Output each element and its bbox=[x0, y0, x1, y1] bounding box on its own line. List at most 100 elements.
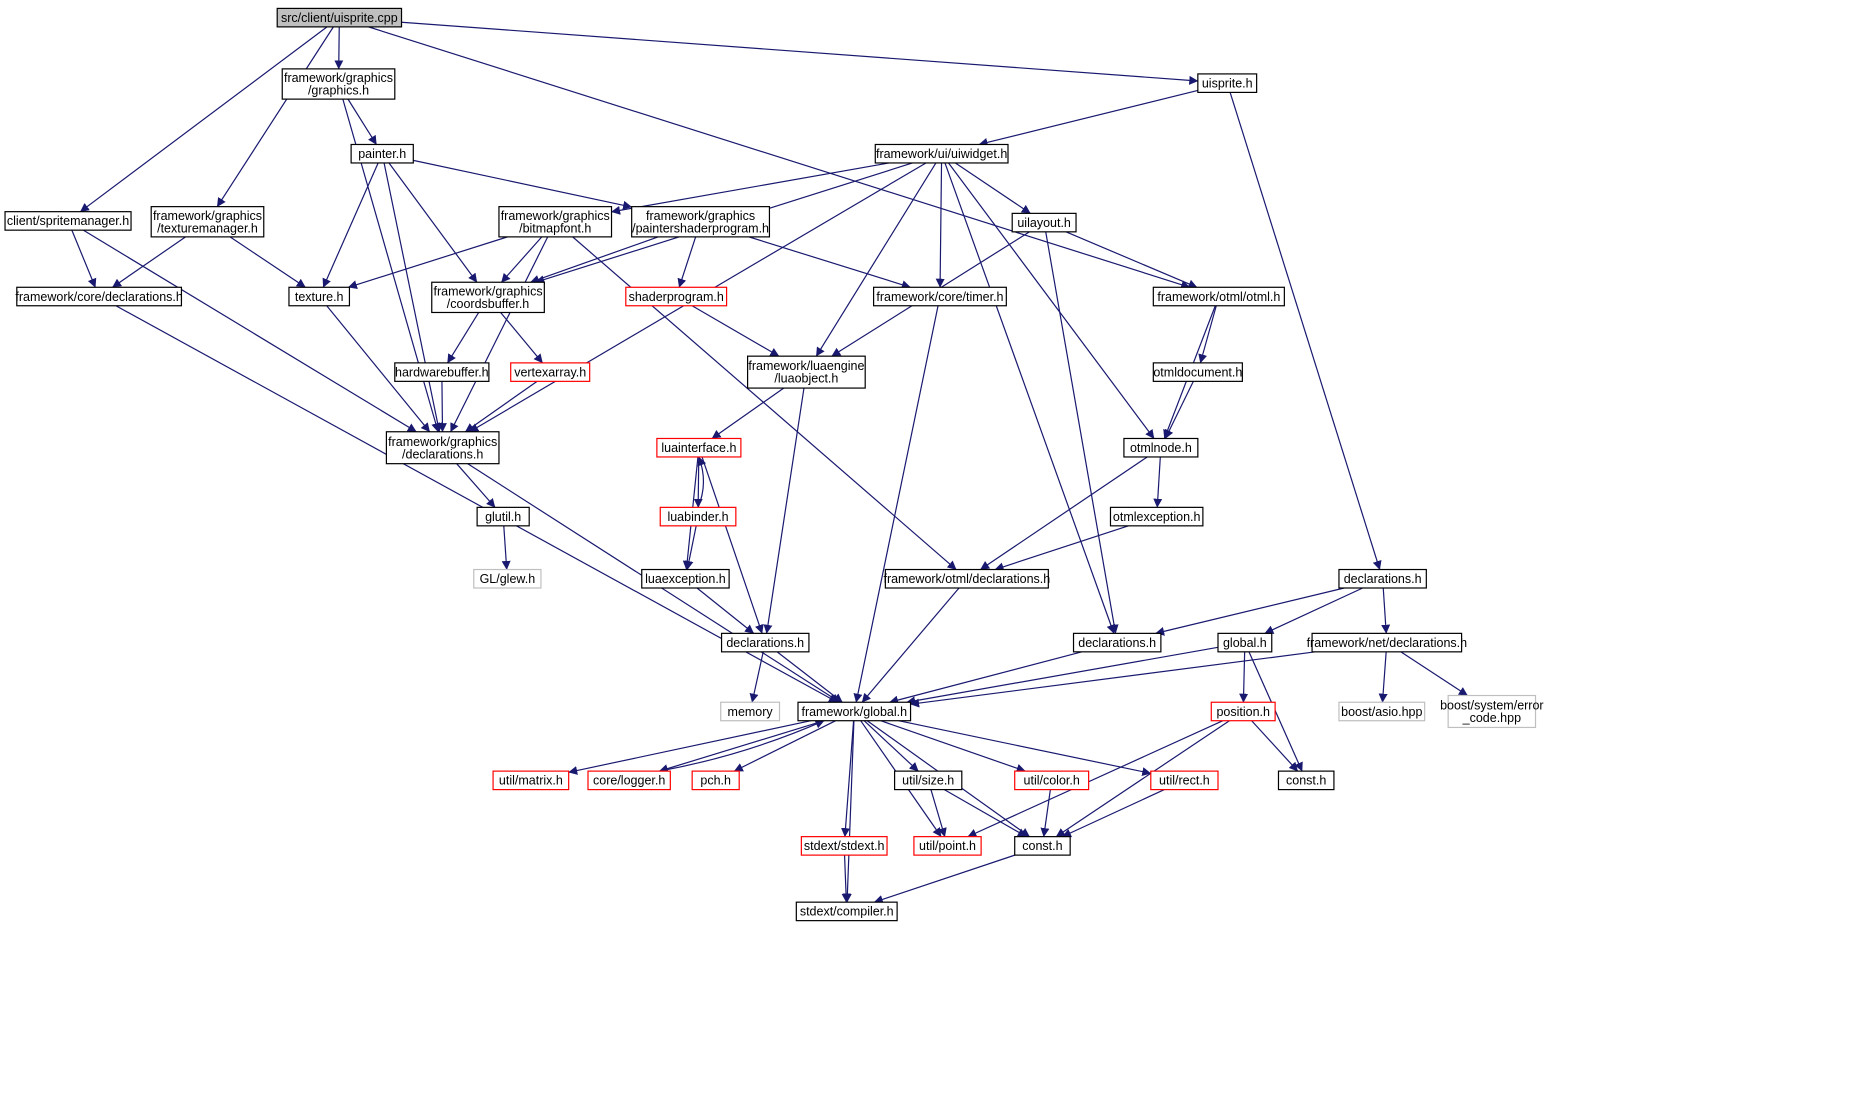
node-label: otmldocument.h bbox=[1153, 365, 1242, 379]
node-label: framework/core/timer.h bbox=[876, 290, 1003, 304]
edge-texturemgr-to-core_decl bbox=[112, 236, 186, 288]
node-box bbox=[1338, 568, 1427, 589]
node-logger[interactable]: core/logger.h bbox=[587, 770, 671, 791]
node-g_decl[interactable]: framework/graphics/declarations.h bbox=[385, 431, 500, 465]
node-position[interactable]: position.h bbox=[1210, 701, 1276, 722]
node-spritemgr[interactable]: client/spritemanager.h bbox=[4, 211, 132, 231]
node-coordsbuffer[interactable]: framework/graphics/coordsbuffer.h bbox=[431, 281, 545, 314]
node-label: /graphics.h bbox=[308, 84, 369, 98]
node-luabinder[interactable]: luabinder.h bbox=[659, 506, 737, 527]
node-shaderprogram[interactable]: shaderprogram.h bbox=[625, 286, 728, 307]
edge-decl_h-to-global_h bbox=[1264, 587, 1363, 634]
node-size[interactable]: util/size.h bbox=[893, 770, 963, 791]
node-fg_graphics[interactable]: framework/graphics/graphics.h bbox=[281, 68, 396, 100]
node-pch[interactable]: pch.h bbox=[691, 770, 740, 791]
edge-texture-to-g_decl bbox=[326, 305, 431, 433]
node-label: /bitmapfont.h bbox=[519, 221, 591, 235]
node-bitmapfont[interactable]: framework/graphics/bitmapfont.h bbox=[498, 206, 613, 238]
node-glutil[interactable]: glutil.h bbox=[476, 506, 530, 527]
node-otmlnode[interactable]: otmlnode.h bbox=[1123, 437, 1199, 458]
edge-uiwidget-to-uilayout bbox=[955, 162, 1031, 214]
node-matrix[interactable]: util/matrix.h bbox=[492, 770, 570, 791]
node-painter[interactable]: painter.h bbox=[350, 143, 414, 164]
edge-ui_decl-to-fw_global bbox=[889, 651, 1083, 705]
node-fw_global[interactable]: framework/global.h bbox=[797, 701, 912, 722]
node-color[interactable]: util/color.h bbox=[1014, 770, 1090, 791]
node-box bbox=[893, 770, 963, 791]
node-box bbox=[16, 286, 183, 307]
edge-uiwidget-to-luaobject bbox=[815, 162, 937, 357]
node-root[interactable]: src/client/uisprite.cpp bbox=[276, 7, 403, 28]
node-luaexception[interactable]: luaexception.h bbox=[641, 568, 730, 589]
node-memory[interactable]: memory bbox=[720, 701, 781, 722]
node-boost_asio[interactable]: boost/asio.hpp bbox=[1338, 701, 1426, 722]
edge-luaobject-to-lua_decl bbox=[763, 387, 805, 634]
node-rect[interactable]: util/rect.h bbox=[1150, 770, 1219, 791]
node-luainterface[interactable]: luainterface.h bbox=[656, 437, 742, 458]
node-uiwidget[interactable]: framework/ui/uiwidget.h bbox=[874, 143, 1009, 164]
edge-timer-to-fw_global bbox=[853, 305, 939, 703]
node-vertexarray[interactable]: vertexarray.h bbox=[510, 362, 591, 382]
edge-uiwidget-to-ui_decl bbox=[944, 162, 1116, 634]
node-label: luabinder.h bbox=[667, 510, 728, 524]
node-label: framework/ui/uiwidget.h bbox=[876, 147, 1007, 161]
node-luaobject[interactable]: framework/luaengine/luaobject.h bbox=[746, 355, 866, 389]
node-box bbox=[385, 431, 500, 465]
edge-net_decl-to-fw_global bbox=[910, 651, 1316, 708]
node-boost_err[interactable]: boost/system/error_code.hpp bbox=[1440, 694, 1544, 729]
edge-lua_decl-to-memory bbox=[749, 651, 764, 703]
node-label: framework/graphics bbox=[434, 284, 543, 298]
node-uilayout[interactable]: uilayout.h bbox=[1011, 212, 1077, 233]
node-label: /paintershaderprogram.h bbox=[632, 221, 769, 235]
edge-uilayout-to-ui_decl bbox=[1045, 231, 1119, 634]
node-const_c[interactable]: const.h bbox=[1014, 836, 1071, 856]
node-stdext[interactable]: stdext/stdext.h bbox=[800, 836, 888, 856]
node-timer[interactable]: framework/core/timer.h bbox=[872, 286, 1007, 307]
edge-bitmapfont-to-g_decl bbox=[450, 236, 549, 433]
node-const_r[interactable]: const.h bbox=[1277, 770, 1335, 791]
node-box bbox=[1338, 701, 1426, 722]
node-net_decl[interactable]: framework/net/declarations.h bbox=[1307, 632, 1468, 653]
edge-paintershader-to-shaderprogram bbox=[677, 236, 697, 288]
node-compiler[interactable]: stdext/compiler.h bbox=[795, 901, 898, 922]
node-box bbox=[350, 143, 414, 164]
node-texture[interactable]: texture.h bbox=[288, 286, 351, 307]
node-label: uilayout.h bbox=[1017, 216, 1071, 230]
edge-color-to-const_c bbox=[1040, 789, 1051, 838]
edge-fw_global-to-pch bbox=[733, 720, 836, 772]
node-otml[interactable]: framework/otml/otml.h bbox=[1152, 286, 1285, 307]
edge-uilayout-to-otml bbox=[1065, 231, 1198, 289]
edge-uisprite_h-to-uiwidget bbox=[978, 89, 1198, 147]
node-box bbox=[884, 568, 1049, 589]
edge-hwbuffer-to-g_decl bbox=[437, 381, 447, 433]
node-hwbuffer[interactable]: hardwarebuffer.h bbox=[394, 362, 490, 382]
edge-g_decl-to-glutil bbox=[456, 463, 496, 508]
node-label: framework/graphics bbox=[646, 209, 755, 223]
node-global_h[interactable]: global.h bbox=[1217, 632, 1273, 653]
edge-decl_h-to-net_decl bbox=[1381, 587, 1391, 634]
edge-otmldocument-to-otmlnode bbox=[1164, 381, 1194, 439]
node-core_decl[interactable]: framework/core/declarations.h bbox=[15, 286, 183, 307]
node-otml_decl[interactable]: framework/otml/declarations.h bbox=[883, 568, 1050, 589]
edge-logger-to-fw_global bbox=[659, 720, 825, 772]
node-label: const.h bbox=[1286, 774, 1326, 788]
edge-stdext-to-compiler bbox=[841, 855, 851, 903]
node-label: util/point.h bbox=[919, 839, 976, 853]
edge-net_decl-to-boost_asio bbox=[1378, 651, 1388, 703]
node-label: _code.hpp bbox=[1462, 711, 1521, 725]
node-uisprite_h[interactable]: uisprite.h bbox=[1197, 73, 1258, 93]
node-otmldocument[interactable]: otmldocument.h bbox=[1152, 362, 1243, 382]
edge-otmlexception-to-otml_decl bbox=[994, 525, 1129, 572]
edge-root-to-texturemgr bbox=[216, 26, 334, 208]
node-otmlexception[interactable]: otmlexception.h bbox=[1109, 506, 1204, 527]
node-ui_decl[interactable]: declarations.h bbox=[1072, 632, 1162, 653]
edge-coordsbuffer-to-hwbuffer bbox=[447, 312, 480, 364]
node-paintershader[interactable]: framework/graphics/paintershaderprogram.… bbox=[631, 206, 771, 238]
node-box bbox=[510, 362, 591, 382]
node-decl_h[interactable]: declarations.h bbox=[1338, 568, 1427, 589]
node-point[interactable]: util/point.h bbox=[913, 836, 982, 856]
node-glew[interactable]: GL/glew.h bbox=[473, 568, 542, 589]
node-texturemgr[interactable]: framework/graphics/texturemanager.h bbox=[150, 206, 265, 238]
node-lua_decl[interactable]: declarations.h bbox=[720, 632, 810, 653]
node-label: const.h bbox=[1022, 839, 1062, 853]
